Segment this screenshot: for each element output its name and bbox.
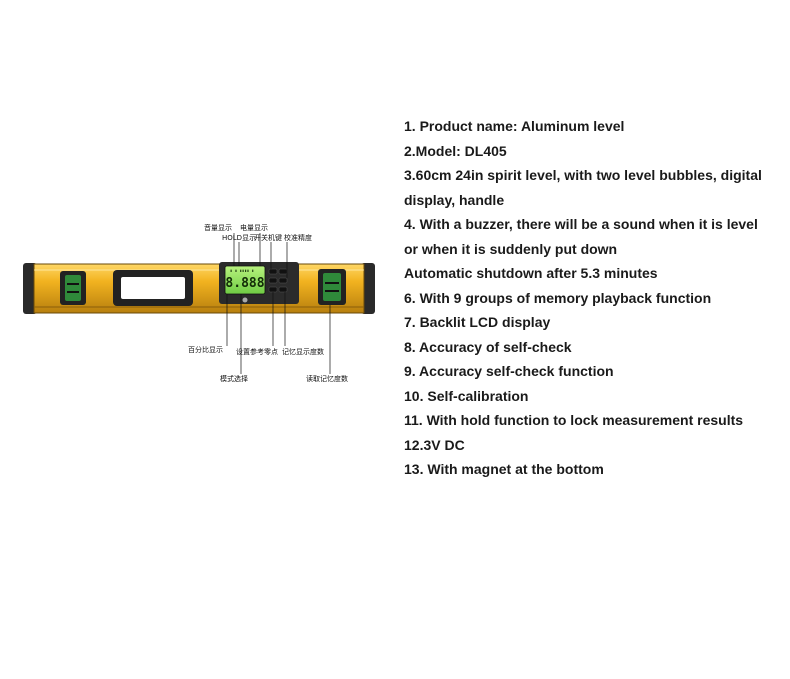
right-bubble-vial xyxy=(323,273,341,301)
spec-line: 2.Model: DL405 xyxy=(404,142,507,159)
spec-list: 1. Product name: Aluminum level 2.Model:… xyxy=(404,114,784,482)
spec-line: 11. With hold function to lock measureme… xyxy=(404,412,744,428)
spec-line: 4. With a buzzer, there will be a sound … xyxy=(404,216,758,232)
spec-line: 7. Backlit LCD display xyxy=(404,314,551,330)
spec-line: 13. With magnet at the bottom xyxy=(404,461,604,477)
spec-line: 12.3V DC xyxy=(404,436,465,453)
handle-opening xyxy=(121,277,185,299)
callout-calibration-accuracy: 校准精度 xyxy=(284,234,312,242)
callout-mode-select: 模式选择 xyxy=(220,375,248,383)
lcd-readout: 8.888 xyxy=(225,276,264,291)
spec-line: display, handle xyxy=(404,191,505,208)
spec-line: 6. With 9 groups of memory playback func… xyxy=(404,289,712,306)
callout-power-key: 开关机键 xyxy=(254,234,282,242)
callout-percentage-display: 百分比显示 xyxy=(188,346,223,354)
level-body xyxy=(33,263,365,314)
spec-line: 10. Self-calibration xyxy=(404,387,529,404)
spec-line: 8. Accuracy of self-check xyxy=(404,338,572,355)
spec-line: Automatic shutdown after 5.3 minutes xyxy=(404,265,658,281)
spec-line: or when it is suddenly put down xyxy=(404,240,618,257)
callout-hold-display: HOLD显示 xyxy=(222,234,257,242)
left-bubble-vial xyxy=(65,275,81,301)
spirit-level-illustration: ▮ ▮ ▮▮▮▮ ▮ 8.888 xyxy=(23,233,375,374)
spec-line: 3.60cm 24in spirit level, with two level… xyxy=(404,167,762,183)
lcd-screen xyxy=(224,265,266,295)
callout-volume-display: 音量显示 xyxy=(204,224,232,232)
callout-read-memory-degree: 读取记忆度数 xyxy=(306,375,348,383)
speaker-icon xyxy=(242,297,248,303)
spec-line: 9. Accuracy self-check function xyxy=(404,363,614,379)
callout-battery-display: 电量显示 xyxy=(240,224,268,232)
product-figure: ▮ ▮ ▮▮▮▮ ▮ 8.888 音 xyxy=(20,220,380,390)
svg-text:▮ ▮ ▮▮▮▮ ▮: ▮ ▮ ▮▮▮▮ ▮ xyxy=(230,268,254,273)
callout-set-reference-zero: 设置参考零点 xyxy=(236,348,278,356)
spec-line: 1. Product name: Aluminum level xyxy=(404,118,625,134)
callout-memory-display-degree: 记忆显示度数 xyxy=(282,348,324,356)
callout-leaders xyxy=(226,233,331,374)
